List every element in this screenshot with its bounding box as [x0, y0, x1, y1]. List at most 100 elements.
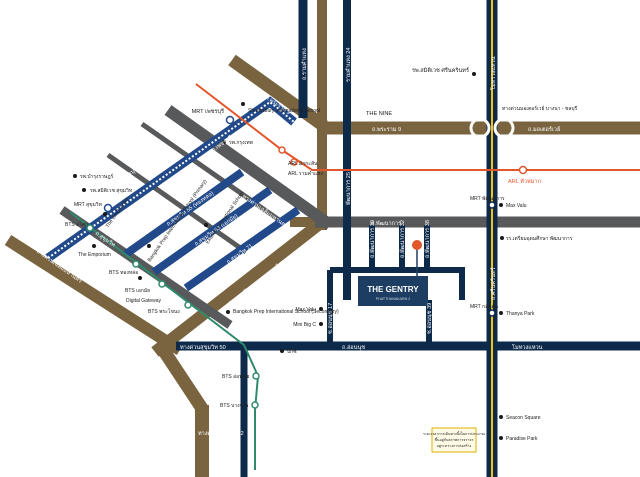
label-digital-gateway: Digital Gateway — [126, 298, 162, 304]
expressway-diagonal — [151, 217, 326, 357]
label-hospital-bangkok: รพ.กรุงเทพ — [229, 140, 253, 146]
road-thin-b — [140, 121, 284, 225]
label-bumrungrad: รพ.บำรุงราษฎร์ — [80, 173, 114, 180]
label-shrewsbury: Shrewsbury International School — [248, 108, 320, 114]
note-line3: อยู่ระหว่างการก่อสร้าง — [437, 443, 472, 448]
road-blue-soi63 — [151, 186, 273, 276]
poi-dots — [73, 72, 504, 440]
label-mrt-phetchaburi: MRT เพชรบุรี — [192, 108, 224, 115]
poi-dot-prep-primary — [147, 244, 151, 248]
label-soi38: ถ.พัฒนาการ 38 — [424, 220, 431, 258]
bts-ekkamai-marker — [158, 280, 166, 288]
bts-bangchak-marker — [251, 401, 259, 409]
poi-dot-mini-bigc — [319, 322, 323, 326]
label-mrt-phatthanakarn: MRT พัฒนาการ — [470, 196, 505, 202]
label-onnut39: ซ.อ่อนนุช 39 — [426, 303, 433, 334]
label-emporium: The Emporium — [78, 252, 111, 258]
bts-onnut-marker — [252, 372, 260, 380]
mrt-phetchaburi-marker — [225, 115, 235, 125]
expressway-down — [154, 341, 209, 414]
label-phatthanakarn-vertical: พัฒนาการ 25 — [345, 172, 352, 205]
note-line1: ระยะเวลาการเดินทางนี้เป็นการประมาณ — [423, 430, 486, 436]
label-thanya-park: Thanya Park — [506, 311, 535, 317]
bts-thonglor-marker — [132, 260, 140, 268]
label-bts-asok: BTS อโศก — [65, 221, 88, 228]
poi-dot-shrewsbury — [241, 102, 245, 106]
label-onnut17: ซ.อ่อนนุช 17 — [327, 303, 334, 334]
label-arl-huamak: ARL หัวหมาก — [508, 178, 541, 185]
motorway-interchange — [469, 117, 515, 139]
arl-ramkhamhaeng-marker — [290, 158, 298, 166]
label-max-valu-left: Max Valu — [296, 307, 317, 313]
poi-dot-paradise — [499, 436, 503, 440]
project-panel — [358, 276, 428, 306]
poi-dot-prep-secondary — [226, 310, 230, 314]
label-onnut-right: โมทวงแหวน — [512, 343, 543, 351]
mrt-phatthanakarn-marker — [488, 201, 496, 209]
poi-dot-digital-gateway — [138, 276, 142, 280]
label-prep-secondary: Bangkok Prep International School (Secon… — [233, 309, 339, 315]
expressway-chalerm-left — [4, 234, 184, 356]
road-thin-a — [106, 152, 248, 255]
interchange-left — [469, 117, 491, 139]
label-mrt-sukhumvit: MRT สุขุมวิท — [74, 201, 102, 208]
station-markers — [86, 115, 528, 409]
label-max-valu-right: Max Valu — [506, 203, 527, 209]
label-school: รร.เตรียมอุดมศึกษา พัฒนาการ — [506, 235, 573, 242]
poi-dot-school — [500, 236, 504, 240]
label-soi30: ถ.พัฒนาการ 30 — [369, 220, 376, 258]
arl-huamak-marker — [518, 165, 528, 175]
label-bts-onnut: BTS อ่อนนุช — [222, 374, 250, 380]
poi-dot-bumrungrad — [73, 174, 77, 178]
label-ramkhamhaeng24: รามคำแหง 24 — [345, 47, 352, 82]
poi-dot-max-valu-left — [319, 307, 323, 311]
label-onnut: ถ.อ่อนนุช — [342, 344, 365, 351]
label-onnut-express: ทางด่วนสุขุมวิท 50 — [180, 344, 226, 351]
mrt-sukhumvit-marker — [103, 203, 113, 213]
label-rama9: ถ.พระราม 9 — [372, 127, 401, 133]
project-sub: PHATTHANAKARN 2 — [376, 297, 410, 301]
label-mini-bigc: Mini Big C — [293, 322, 316, 328]
poi-dot-max-valu-right — [499, 203, 503, 207]
label-srinakarin: ถ.ศรีนครินทร์ — [489, 267, 497, 300]
mrt-klongban-marker — [488, 309, 496, 317]
bts-asok-marker — [86, 224, 94, 232]
label-mrt-klongban: MRT กลันตัน — [470, 304, 499, 310]
label-motorway: ถ.มอเตอร์เวย์ — [528, 125, 560, 133]
project-pin — [412, 240, 422, 250]
label-the-nine: THE NINE — [366, 111, 392, 117]
label-bts-phrakhanong: BTS พระโขนง — [148, 308, 180, 315]
label-kanchanaphisek: โมทรวงแหวน — [489, 56, 497, 90]
label-samitivej-srinakarin: รพ.สมิติเวช ศรีนครินทร์ — [412, 66, 469, 74]
poi-dot-emporium — [92, 244, 96, 248]
project-marker: THE GENTRY PHATTHANAKARN 2 — [358, 240, 428, 306]
poi-dot-samitivej-sukhumvit — [82, 188, 86, 192]
bts-phrakhanong-marker — [184, 301, 192, 309]
poi-dot-thanya-park — [499, 311, 503, 315]
road-blue-soi55 — [123, 168, 245, 258]
label-lotus: บิ๊กซี — [287, 347, 297, 355]
label-phatthanakarn: ถ.พัฒนาการ — [371, 220, 401, 227]
label-rama9-exchange: ทางด่วนมอเตอร์เวย์ บางนา - ชลบุรี — [502, 105, 578, 112]
label-seacon: Seacon Square — [506, 415, 541, 421]
poi-dot-seacon — [499, 415, 503, 419]
label-arl-makkasan: ARL มักกะสัน — [288, 161, 318, 167]
label-bts-thonglor: BTS ทองหล่อ — [109, 270, 138, 276]
label-soi32: ถ.พัฒนาการ 32 — [399, 220, 406, 258]
project-name: THE GENTRY — [367, 285, 419, 294]
poi-dot-lotus — [280, 349, 284, 353]
poi-dot-ekamai-intl — [204, 223, 208, 227]
note-box: ระยะเวลาการเดินทางนี้เป็นการประมาณ ขึ้นอ… — [423, 427, 486, 453]
mrt-blue-center — [47, 100, 295, 259]
label-bts-ekkamai: BTS เอกมัย — [125, 288, 150, 294]
label-arl-ramkhamhaeng: ARL รามคำแหง — [288, 171, 323, 177]
poi-dot-emquartier — [103, 212, 107, 216]
expressway-layer — [4, 0, 640, 477]
poi-dot-samitivej — [472, 72, 476, 76]
interchange-right — [493, 117, 515, 139]
poi-dot-hospital-bangkok — [222, 140, 226, 144]
label-sukhumvit62: ทางด่วนสุขุมวิท 62 — [198, 430, 244, 437]
note-frame — [431, 427, 477, 453]
label-samitivej-sukhumvit: รพ.สมิติเวช สุขุมวิท — [90, 187, 132, 194]
